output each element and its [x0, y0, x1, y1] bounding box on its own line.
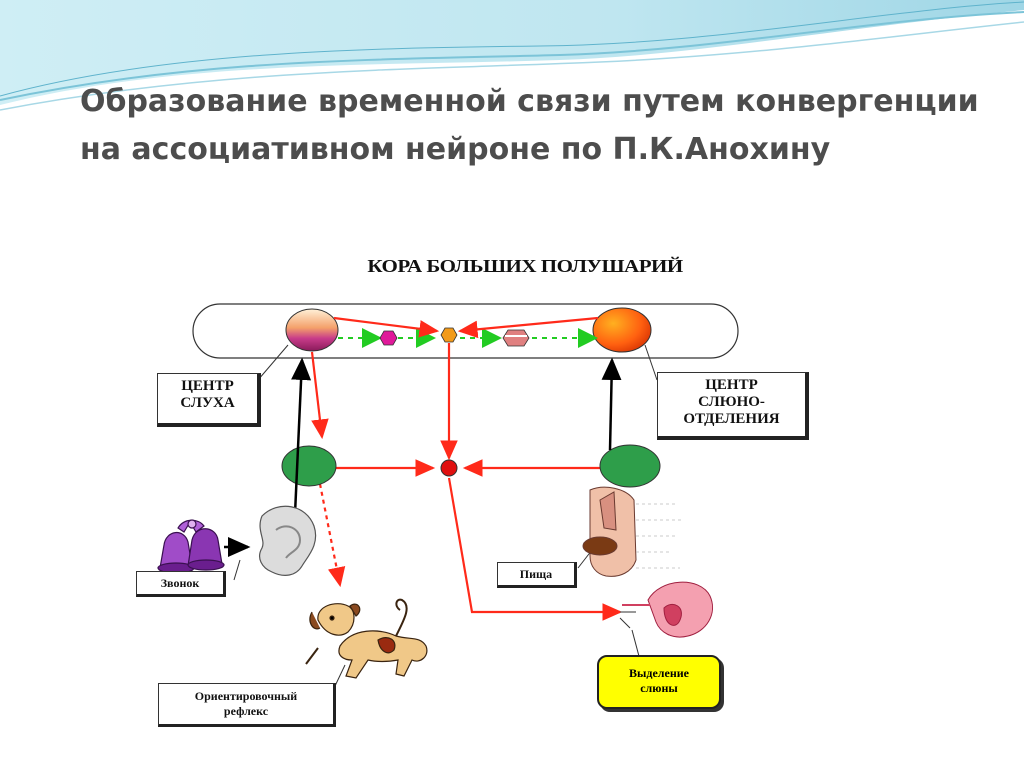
- hexagon-node-association: [440, 327, 458, 343]
- salivary-gland-icon: [619, 581, 713, 638]
- hearing-center-line1: ЦЕНТР: [181, 378, 234, 394]
- bell-label: Звонок: [136, 571, 226, 597]
- hearing-subcortical-neuron: [281, 445, 337, 487]
- salivation-center-line1: ЦЕНТР: [705, 377, 758, 393]
- orienting-reflex-line1: Ориентировочный: [194, 689, 298, 703]
- salivation-center-line2: СЛЮНО-: [698, 394, 765, 410]
- salivation-subcortical-neuron: [599, 444, 661, 488]
- food-label: Пища: [497, 562, 577, 588]
- hexagon-node-striped: [502, 329, 530, 347]
- dog-icon: [305, 598, 428, 679]
- slide-title: Образование временной связи путем конвер…: [80, 84, 979, 167]
- salivation-center-line3: ОТДЕЛЕНИЯ: [683, 411, 780, 427]
- red-arrows: [310, 316, 623, 621]
- salivation-center-label: ЦЕНТР СЛЮНО- ОТДЕЛЕНИЯ: [657, 372, 809, 440]
- hearing-center-line2: СЛУХА: [180, 395, 235, 411]
- ear-icon: [259, 505, 317, 576]
- salivation-label: Выделение слюны: [597, 655, 721, 709]
- association-neuron: [440, 459, 458, 477]
- salivation-line2: слюны: [640, 681, 678, 695]
- wave-header-decoration: [0, 0, 1024, 111]
- mouth-tongue-icon: [582, 486, 682, 577]
- hexagon-node-magenta: [379, 330, 398, 346]
- hearing-cortex-neuron: [285, 308, 339, 352]
- salivation-line1: Выделение: [629, 666, 689, 680]
- orienting-reflex-line2: рефлекс: [223, 704, 269, 718]
- bell-icon: [157, 519, 225, 574]
- orienting-reflex-label: Ориентировочный рефлекс: [158, 683, 336, 727]
- salivation-cortex-neuron: [592, 307, 652, 353]
- hearing-center-label: ЦЕНТР СЛУХА: [157, 373, 261, 427]
- cortex-title: КОРА БОЛЬШИХ ПОЛУШАРИЙ: [367, 255, 683, 277]
